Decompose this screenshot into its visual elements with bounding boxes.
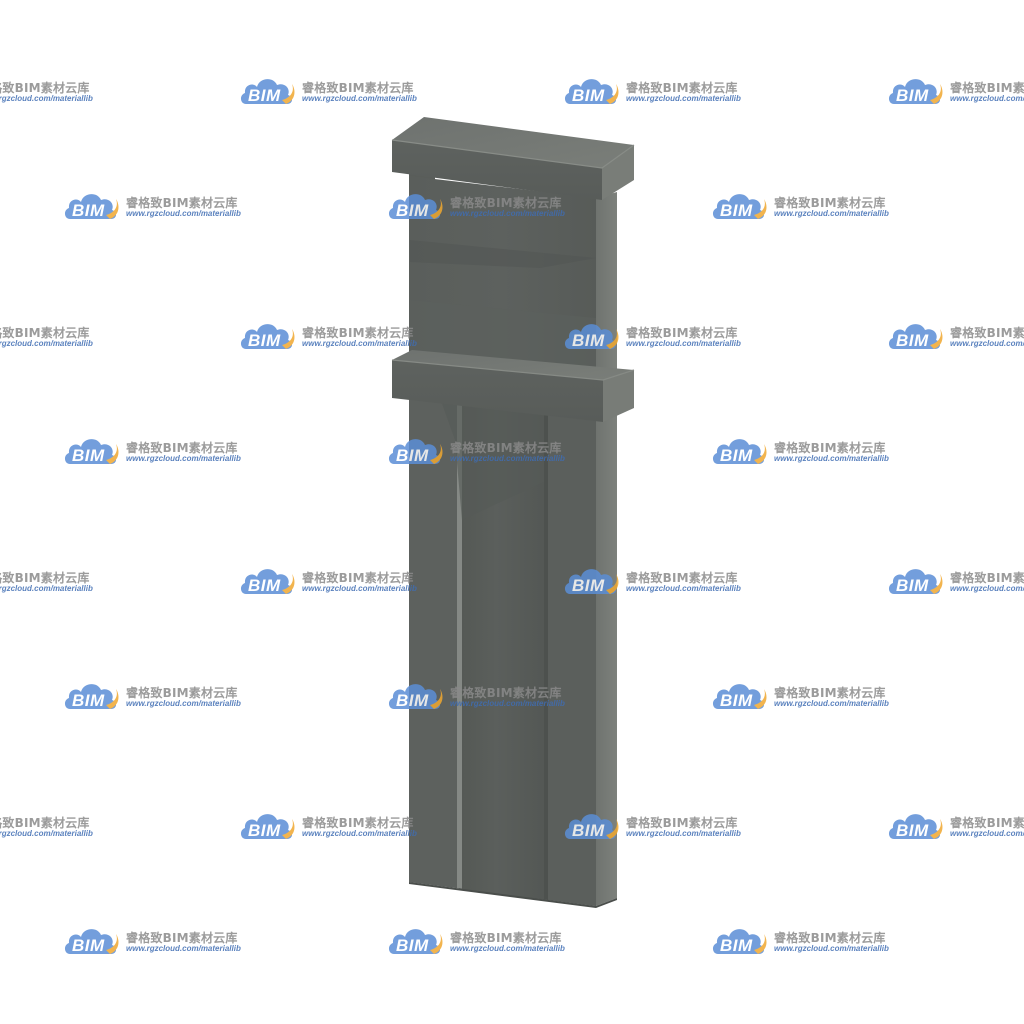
- top-cap: [391, 117, 635, 200]
- lower-shaft: [409, 398, 617, 908]
- middle-beam: [391, 350, 635, 422]
